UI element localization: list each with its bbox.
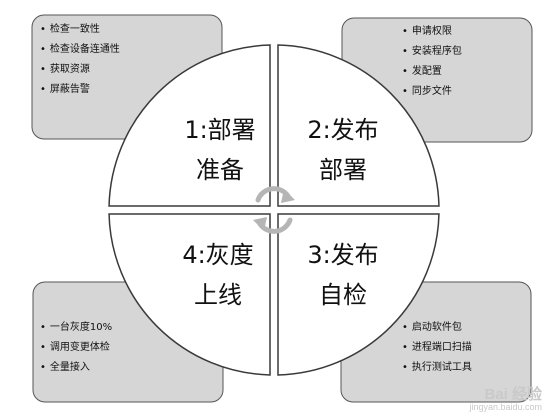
list-item: 一台灰度10% xyxy=(40,318,112,338)
box-bottom-left-list: 一台灰度10% 调用变更体检 全量接入 xyxy=(40,318,112,378)
quadrant-2-line1: 2:发布 xyxy=(307,116,379,144)
watermark-brand: Bai 经验 xyxy=(484,386,542,403)
quadrant-1-label: 1:部署 准备 xyxy=(160,110,280,190)
quadrant-3-shape xyxy=(277,213,440,376)
quadrant-3-line2: 自检 xyxy=(319,281,367,309)
list-item: 检查一致性 xyxy=(40,20,120,40)
quadrant-4-line2: 上线 xyxy=(194,281,242,309)
quadrant-1-line1: 1:部署 xyxy=(184,116,256,144)
watermark-url: jingyan.baidu.com xyxy=(469,402,542,412)
list-item: 进程端口扫描 xyxy=(402,338,472,358)
list-item: 同步文件 xyxy=(402,82,462,102)
list-item: 检查设备连通性 xyxy=(40,40,120,60)
list-item: 全量接入 xyxy=(40,358,112,378)
list-item: 安装程序包 xyxy=(402,42,462,62)
box-top-right-list: 申请权限 安装程序包 发配置 同步文件 xyxy=(402,22,462,102)
box-bottom-right-list: 启动软件包 进程端口扫描 执行测试工具 xyxy=(402,318,472,378)
quadrant-4-shape xyxy=(108,213,271,376)
quadrant-2-line2: 部署 xyxy=(319,156,367,184)
quadrant-4-line1: 4:灰度 xyxy=(182,241,254,269)
list-item: 发配置 xyxy=(402,62,462,82)
box-top-left-list: 检查一致性 检查设备连通性 获取资源 屏蔽告警 xyxy=(40,20,120,100)
watermark: Bai 经验 jingyan.baidu.com xyxy=(469,383,542,412)
list-item: 执行测试工具 xyxy=(402,358,472,378)
quadrant-2-shape xyxy=(277,44,440,207)
quadrant-3-line1: 3:发布 xyxy=(307,241,379,269)
list-item: 屏蔽告警 xyxy=(40,80,120,100)
cycle-arrowhead-top xyxy=(281,189,295,203)
list-item: 启动软件包 xyxy=(402,318,472,338)
quadrant-1-shape xyxy=(108,44,271,207)
quadrant-4-label: 4:灰度 上线 xyxy=(158,235,278,315)
quadrant-2-label: 2:发布 部署 xyxy=(283,110,403,190)
list-item: 申请权限 xyxy=(402,22,462,42)
quadrant-1-line2: 准备 xyxy=(196,156,244,184)
quadrant-3-label: 3:发布 自检 xyxy=(283,235,403,315)
cycle-arrowhead-bottom xyxy=(253,217,267,231)
list-item: 获取资源 xyxy=(40,60,120,80)
list-item: 调用变更体检 xyxy=(40,338,112,358)
